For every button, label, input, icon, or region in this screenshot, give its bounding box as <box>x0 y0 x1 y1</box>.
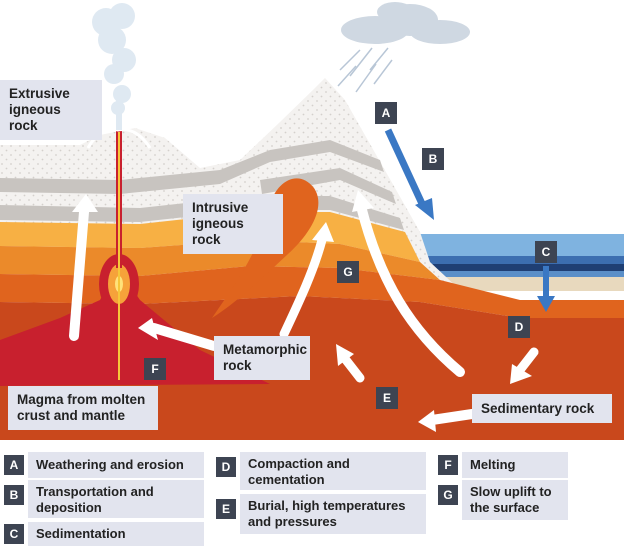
key-letter: C <box>4 524 24 544</box>
key-letter: F <box>438 455 458 475</box>
magma-label: Magma from molten crust and mantle <box>8 386 158 430</box>
key-text: Weathering and erosion <box>36 457 184 472</box>
metamorphic-rock-label: Metamorphic rock <box>214 336 310 380</box>
key-item-a: A Weathering and erosion <box>2 452 204 478</box>
white-arrows <box>69 190 539 432</box>
rock-cycle-illustration <box>0 0 624 440</box>
extrusive-igneous-label: Extrusive igneous rock <box>0 80 102 140</box>
badge-d: D <box>508 316 530 338</box>
rain-cloud <box>337 2 470 93</box>
badge-f: F <box>144 358 166 380</box>
sedimentary-rock-label: Sedimentary rock <box>472 394 612 423</box>
key-text: Melting <box>470 457 516 472</box>
key-item-g: G Slow uplift to the surface <box>436 480 568 520</box>
sea <box>400 234 624 291</box>
badge-b: B <box>422 148 444 170</box>
key-letter: B <box>4 485 24 505</box>
key-letter: G <box>438 485 458 505</box>
key-item-e: E Burial, high temperatures and pressure… <box>214 494 426 534</box>
key-text: Transportation and deposition <box>36 484 154 515</box>
magma-chamber <box>0 130 270 386</box>
badge-g: G <box>337 261 359 283</box>
badge-e: E <box>376 387 398 409</box>
key-letter: E <box>216 499 236 519</box>
blue-arrows <box>384 128 555 312</box>
key-item-c: C Sedimentation <box>2 522 204 546</box>
badge-c: C <box>535 241 557 263</box>
key-text: Slow uplift to the surface <box>470 484 552 515</box>
key-text: Sedimentation <box>36 526 126 541</box>
key-letter: D <box>216 457 236 477</box>
intrusive-igneous-label: Intrusive igneous rock <box>183 194 283 254</box>
badge-a: A <box>375 102 397 124</box>
key-text: Burial, high temperatures and pressures <box>248 498 406 529</box>
key-item-b: B Transportation and deposition <box>2 480 204 518</box>
key-item-d: D Compaction and cementation <box>214 452 426 490</box>
key-letter: A <box>4 455 24 475</box>
eruption-plume <box>92 3 136 130</box>
key-item-f: F Melting <box>436 452 568 478</box>
key-text: Compaction and cementation <box>248 456 350 487</box>
